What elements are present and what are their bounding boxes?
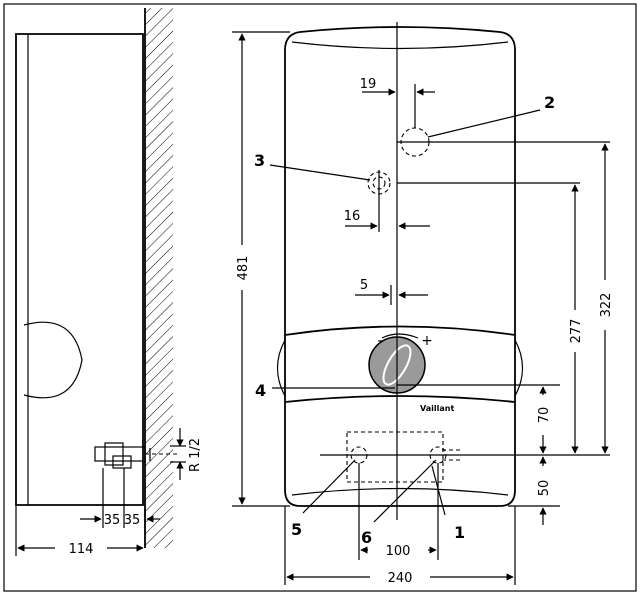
callout-1: 1 xyxy=(454,523,465,542)
thread-size-label: R 1/2 xyxy=(188,438,203,472)
dim-240: 240 xyxy=(388,571,413,586)
dim-left-pipe: 35 xyxy=(104,513,121,528)
drawing-border xyxy=(3,3,637,592)
dim-70: 70 xyxy=(537,407,552,424)
wall-hatching xyxy=(145,8,173,548)
callout-5: 5 xyxy=(291,520,302,539)
front-view: - + Vaillant 481 19 16 xyxy=(232,22,614,586)
dim-277: 277 xyxy=(569,319,584,344)
dim-height: 481 xyxy=(236,256,251,281)
heater-front-body xyxy=(284,26,516,507)
dim-offset-small: 5 xyxy=(360,278,368,293)
control-band-top xyxy=(284,325,516,336)
dim-100: 100 xyxy=(386,544,411,559)
knob-minus-label: - xyxy=(377,333,382,349)
knob-grip xyxy=(382,344,412,386)
pipe-fitting xyxy=(94,442,180,469)
dim-right-pipe: 35 xyxy=(124,513,141,528)
heater-bottom-curve xyxy=(291,487,509,496)
callout-3: 3 xyxy=(254,151,265,170)
dim-322: 322 xyxy=(599,293,614,318)
callout-6: 6 xyxy=(361,528,372,547)
dim-50: 50 xyxy=(537,480,552,497)
heater-top-curve xyxy=(291,41,509,50)
callout-4: 4 xyxy=(255,381,266,400)
heater-side-body xyxy=(15,33,144,506)
callouts: 1 2 3 4 5 6 xyxy=(254,93,555,547)
brand-label: Vaillant xyxy=(420,404,454,413)
connection-area xyxy=(346,431,444,483)
dim-offset-top: 19 xyxy=(360,77,377,92)
dim-offset-mid: 16 xyxy=(344,209,361,224)
callout-2: 2 xyxy=(544,93,555,112)
control-band-bottom xyxy=(284,395,516,403)
side-view: R 1/2 35 35 114 xyxy=(15,8,203,557)
heater-side-knob-bulge xyxy=(23,321,83,399)
knob-plus-label: + xyxy=(421,333,433,349)
dim-side-width: 114 xyxy=(69,542,94,557)
